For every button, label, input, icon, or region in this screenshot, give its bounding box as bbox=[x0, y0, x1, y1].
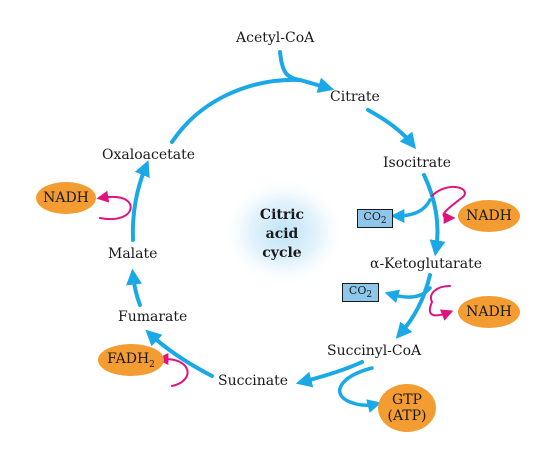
nadh-label: NADH bbox=[466, 304, 512, 320]
co2-1-arrow bbox=[390, 198, 432, 223]
arc-oxaloacetate-to-citrate bbox=[170, 77, 302, 144]
arc-citrate-to-isocitrate bbox=[366, 108, 416, 149]
cycle-title-line1: Citric bbox=[259, 207, 305, 223]
cycle-arrows bbox=[126, 50, 446, 388]
nadh-label: NADH bbox=[43, 190, 89, 206]
cycle-title-line3: cycle bbox=[262, 245, 302, 261]
label-oxaloacetate: Oxaloacetate bbox=[102, 147, 195, 163]
label-malate: Malate bbox=[108, 246, 158, 262]
arc-malate-to-oxaloacetate bbox=[130, 160, 150, 242]
label-succinate: Succinate bbox=[218, 373, 289, 389]
arc-ketoglutarate-to-succinylcoa bbox=[395, 273, 432, 339]
fadh2-label: FADH2 bbox=[107, 350, 155, 370]
gtp-arrow bbox=[337, 366, 382, 413]
label-acetyl-coa: Acetyl-CoA bbox=[236, 30, 315, 46]
arc-succinylcoa-to-succinate bbox=[295, 360, 364, 388]
gtp-atp-oval: GTP (ATP) bbox=[378, 384, 436, 432]
co2-box-ketoglutarate: CO2 bbox=[342, 283, 379, 302]
co2-box-isocitrate: CO2 bbox=[357, 209, 393, 228]
nadh-1-arrow bbox=[431, 186, 466, 224]
label-isocitrate: Isocitrate bbox=[383, 155, 452, 171]
fadh2-arrow bbox=[156, 353, 189, 387]
atp-label: (ATP) bbox=[387, 408, 427, 424]
cycle-title: Citric acid cycle bbox=[228, 192, 336, 276]
co2-label: CO2 bbox=[363, 210, 387, 227]
nadh-label: NADH bbox=[466, 208, 512, 224]
arc-isocitrate-to-ketoglutarate bbox=[422, 173, 446, 257]
co2-label: CO2 bbox=[348, 284, 373, 301]
cycle-title-line2: acid bbox=[265, 226, 299, 242]
pink-arrows bbox=[96, 186, 466, 387]
label-succinyl-coa: Succinyl-CoA bbox=[327, 343, 422, 359]
nadh-2-arrow-top bbox=[430, 285, 451, 303]
nadh-oval-ketoglutarate: NADH bbox=[458, 296, 520, 328]
arc-fumarate-to-malate bbox=[126, 268, 143, 307]
nadh-3-arrow bbox=[96, 190, 132, 220]
branch-arrows bbox=[337, 198, 432, 413]
nadh-oval-oxaloacetate: NADH bbox=[36, 182, 96, 214]
label-ketoglutarate: α-Ketoglutarate bbox=[370, 256, 482, 272]
gtp-label: GTP bbox=[392, 392, 422, 408]
label-fumarate: Fumarate bbox=[118, 309, 188, 325]
acetyl-coa-entry-arrow bbox=[278, 50, 335, 94]
nadh-2-arrow bbox=[429, 301, 454, 321]
fadh2-oval: FADH2 bbox=[98, 344, 164, 376]
center-glow bbox=[222, 177, 346, 287]
nadh-oval-isocitrate: NADH bbox=[458, 200, 520, 232]
label-citrate: Citrate bbox=[330, 89, 380, 105]
arc-succinate-to-fumarate bbox=[145, 329, 214, 378]
co2-2-arrow bbox=[384, 286, 432, 304]
